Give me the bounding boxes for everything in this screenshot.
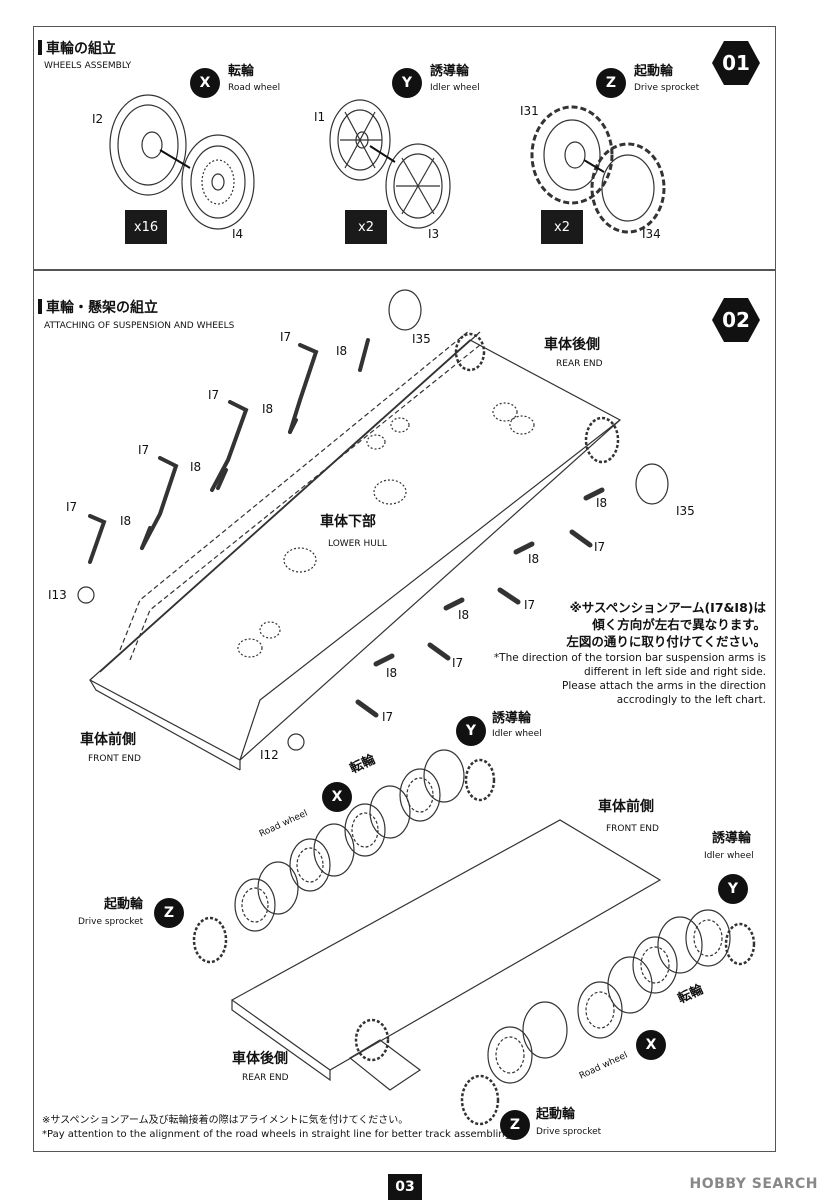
part-i35-right: I35: [676, 504, 695, 518]
badge-z-left: Z: [154, 898, 184, 928]
part-i8: I8: [458, 608, 470, 622]
part-i8: I8: [262, 402, 274, 416]
drive-sprocket-en: Drive sprocket: [634, 83, 700, 93]
front-end-lower-jp: 車体前側: [598, 799, 654, 815]
part-i2: I2: [92, 112, 104, 126]
road-wheel-jp: 転輪: [228, 64, 255, 79]
badge-y-top: Y: [456, 716, 486, 746]
lower-hull-jp: 車体下部: [320, 514, 376, 530]
part-i4: I4: [232, 227, 244, 241]
drive-bottom-en: Drive sprocket: [536, 1127, 602, 1137]
part-i3: I3: [428, 227, 440, 241]
alignment-footnote: ※サスペンションアーム及び転輪接着の際はアライメントに気を付けてください。 *P…: [42, 1115, 515, 1140]
badge-y-right: Y: [718, 874, 748, 904]
part-i7: I7: [594, 540, 606, 554]
drive-left-en: Drive sprocket: [78, 917, 144, 927]
rear-end-lower-en: REAR END: [242, 1073, 289, 1083]
rear-end-en: REAR END: [556, 359, 603, 369]
step2-title: 車輪・懸架の組立: [38, 299, 158, 316]
part-i8: I8: [596, 496, 608, 510]
step1-panel: [33, 26, 776, 270]
rear-end-jp: 車体後側: [544, 337, 600, 353]
qty-z: x2: [541, 210, 583, 244]
part-i34: I34: [642, 227, 661, 241]
part-i8: I8: [386, 666, 398, 680]
idler-top-jp: 誘導輪: [492, 711, 532, 726]
road-wheel-en: Road wheel: [228, 83, 281, 93]
idler-right-jp: 誘導輪: [712, 831, 752, 846]
front-end-en: FRONT END: [88, 754, 141, 764]
idler-right-en: Idler wheel: [704, 851, 754, 861]
drive-left-jp: 起動輪: [104, 897, 144, 912]
part-i8: I8: [528, 552, 540, 566]
part-i31: I31: [520, 104, 539, 118]
step1-subtitle: WHEELS ASSEMBLY: [44, 61, 132, 71]
part-i7: I7: [138, 443, 150, 457]
step1-title: 車輪の組立: [38, 40, 116, 57]
idler-top-en: Idler wheel: [492, 729, 542, 739]
step2-number: 02: [712, 298, 760, 342]
part-i7: I7: [280, 330, 292, 344]
part-i13: I13: [48, 588, 67, 602]
idler-wheel-en: Idler wheel: [430, 83, 480, 93]
watermark: HOBBY SEARCH: [689, 1176, 818, 1192]
part-i8: I8: [336, 344, 348, 358]
step2-panel: [33, 270, 776, 1152]
badge-y: Y: [392, 68, 422, 98]
part-i8: I8: [190, 460, 202, 474]
step2-subtitle: ATTACHING OF SUSPENSION AND WHEELS: [44, 321, 235, 331]
badge-x: X: [190, 68, 220, 98]
lower-hull-en: LOWER HULL: [328, 539, 387, 549]
qty-x: x16: [125, 210, 167, 244]
badge-x-bottom: X: [636, 1030, 666, 1060]
drive-bottom-jp: 起動輪: [536, 1107, 576, 1122]
part-i7: I7: [208, 388, 220, 402]
part-i12: I12: [260, 748, 279, 762]
suspension-note: ※サスペンションアーム(I7&I8)は 傾く方向が左右で異なります。 左図の通り…: [493, 600, 766, 707]
part-i8: I8: [120, 514, 132, 528]
front-end-lower-en: FRONT END: [606, 824, 659, 834]
badge-z-bottom: Z: [500, 1110, 530, 1140]
part-i7: I7: [452, 656, 464, 670]
part-i35-top: I35: [412, 332, 431, 346]
rear-end-lower-jp: 車体後側: [232, 1051, 288, 1067]
part-i7: I7: [382, 710, 394, 724]
front-end-jp: 車体前側: [80, 732, 136, 748]
part-i1: I1: [314, 110, 326, 124]
qty-y: x2: [345, 210, 387, 244]
drive-sprocket-jp: 起動輪: [634, 64, 674, 79]
step1-number: 01: [712, 41, 760, 85]
idler-wheel-jp: 誘導輪: [430, 64, 470, 79]
part-i7: I7: [66, 500, 78, 514]
page-number: 03: [388, 1174, 422, 1200]
badge-x-top: X: [322, 782, 352, 812]
badge-z: Z: [596, 68, 626, 98]
